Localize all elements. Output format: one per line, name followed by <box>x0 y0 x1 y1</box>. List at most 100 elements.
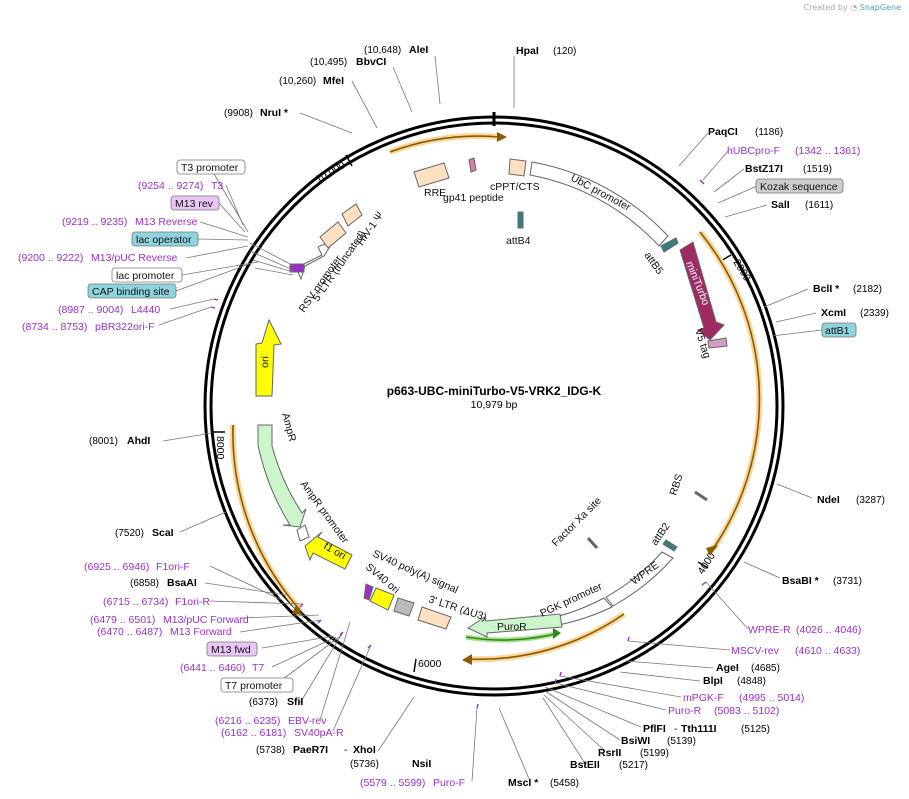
enzyme-pflfi-sep: - <box>674 724 677 735</box>
label-ampr: AmpR <box>279 412 298 444</box>
plasmid-length: 10,979 bp <box>471 399 518 411</box>
primer-hubcpro-f: hUBCpro-F <box>727 145 780 157</box>
enzyme-scai: ScaI <box>152 527 174 539</box>
feature-shapes <box>255 157 728 638</box>
enzyme-bbvci-pos: (10,495) <box>310 57 347 68</box>
primer-m13-reverse: M13 Reverse <box>135 216 198 228</box>
enzyme-hpai: HpaI <box>516 45 539 57</box>
enzyme-bsaai: BsaAI <box>167 577 197 589</box>
enzyme-bsiwi-pos: (5139) <box>667 736 696 747</box>
label-cppt: cPPT/CTS <box>490 181 540 193</box>
hiv-shape <box>341 203 363 227</box>
wpre-shape <box>605 551 674 607</box>
enzyme-alei-pos: (10,648) <box>364 45 401 56</box>
enzyme-alei: AleI <box>409 44 428 56</box>
enzyme-bbvci: BbvCI <box>356 56 386 68</box>
enzyme-mfei-pos: (10,260) <box>279 76 316 87</box>
primer-mpgk-f: mPGK-F <box>683 692 724 704</box>
enzyme-xhoi: XhoI <box>353 744 376 756</box>
ori-shape <box>255 318 282 397</box>
enzyme-paqci: PaqCI <box>708 126 738 138</box>
primer-m13-reverse-range: (9219 .. 9235) <box>62 216 127 228</box>
gp41-shape <box>468 157 477 173</box>
miniturbo-shape <box>679 241 725 341</box>
box-t3prom: T3 promoter <box>181 162 239 174</box>
enzyme-ndei: NdeI <box>817 494 840 506</box>
primer-hubcpro-f-range: (1342 .. 1361) <box>795 145 860 157</box>
label-puror: PuroR <box>497 621 527 633</box>
enzyme-ahdi: AhdI <box>127 435 150 447</box>
enzyme-nrui-pos: (9908) <box>224 108 253 119</box>
enzyme-agei: AgeI <box>716 662 739 674</box>
primer-puro-r: Puro-R <box>668 705 702 717</box>
primer-wpre-r: WPRE-R <box>748 624 791 636</box>
orf-arcs <box>229 133 763 663</box>
primer-pbr322ori-f-range: (8734 .. 8753) <box>22 321 87 333</box>
enzyme-scai-pos: (7520) <box>115 528 144 539</box>
box-m13rev: M13 rev <box>175 198 214 210</box>
label-ori: ori <box>259 356 271 368</box>
primer-l4440-range: (8987 .. 9004) <box>58 304 123 316</box>
primer-ebv-rev: EBV-rev <box>288 715 327 727</box>
primer-m13-forward-range: (6470 .. 6487) <box>97 626 162 638</box>
enzyme-bstz17i-pos: (1519) <box>803 164 832 175</box>
enzyme-pflfi: PflFI <box>643 723 666 735</box>
primer-f1ori-r: F1ori-R <box>175 596 210 608</box>
enzyme-labels: HpaI (120) PaqCI (1186) BstZ17I (1519) S… <box>89 44 889 789</box>
ruler-6000: 6000 <box>418 658 442 670</box>
enzyme-agei-pos: (4685) <box>751 663 780 674</box>
enzyme-sali-pos: (1611) <box>805 200 833 211</box>
primer-t7: T7 <box>252 662 264 674</box>
rsv-shape <box>295 238 336 281</box>
box-m13fwd: M13 fwd <box>211 644 251 656</box>
enzyme-paqci-pos: (1186) <box>755 127 783 138</box>
primer-wpre-r-range: (4026 .. 4046) <box>796 624 861 636</box>
label-factorxa: Factor Xa site <box>550 495 604 549</box>
label-rre: RRE <box>424 187 446 199</box>
rre-shape <box>413 162 450 188</box>
box-lacprom: lac promoter <box>116 270 175 282</box>
ltr3-shape <box>417 606 452 630</box>
credit-brand: SnapGene <box>859 3 901 12</box>
primer-m13puc-reverse: M13/pUC Reverse <box>91 252 178 264</box>
enzyme-tth111i-pos: (5125) <box>741 724 770 735</box>
rbs-shape <box>694 490 708 502</box>
box-t7prom: T7 promoter <box>225 680 283 692</box>
plasmid-name: p663-UBC-miniTurbo-V5-VRK2_IDG-K <box>387 384 602 398</box>
label-rbs: RBS <box>667 473 685 497</box>
v5-shape <box>707 337 728 349</box>
primer-puro-f: Puro-F <box>433 777 465 789</box>
leader-lines <box>158 55 823 782</box>
enzyme-nrui: NruI * <box>260 107 289 119</box>
ampr-shape <box>257 424 307 528</box>
ubc-shape <box>529 161 669 247</box>
enzyme-rsrii: RsrII <box>598 747 621 759</box>
label-attb5: attB5 <box>642 250 666 277</box>
primer-l4440: L4440 <box>131 304 160 316</box>
box-attb1: attB1 <box>825 325 850 337</box>
enzyme-bsteii-pos: (5217) <box>619 760 648 771</box>
sv40pa-shape <box>393 597 415 617</box>
enzyme-sfii: SfiI <box>287 696 303 708</box>
primer-t7-range: (6441 .. 6460) <box>180 662 245 674</box>
attb5-shape <box>660 237 679 253</box>
enzyme-ahdi-pos: (8001) <box>89 436 118 447</box>
primer-f1ori-f-range: (6925 .. 6946) <box>84 561 149 573</box>
enzyme-mfei: MfeI <box>323 75 344 87</box>
ruler-4000: 4000 <box>695 550 718 576</box>
primer-pbr322ori-f: pBR322ori-F <box>95 321 155 333</box>
amprprom-shape <box>296 524 310 542</box>
puror-shape <box>466 613 563 638</box>
primer-m13puc-forward: M13/pUC Forward <box>163 614 249 626</box>
enzyme-xcmi: XcmI <box>821 307 846 319</box>
enzyme-sali: SalI <box>771 199 790 211</box>
primer-ticks <box>210 179 707 709</box>
lac-marks <box>289 263 305 273</box>
box-cap: CAP binding site <box>92 286 170 298</box>
enzyme-paer7i-sep: - <box>344 745 347 756</box>
enzyme-bsteii: BstEII <box>570 759 600 771</box>
primer-puro-r-range: (5083 .. 5102) <box>714 705 779 717</box>
primer-m13puc-reverse-range: (9200 .. 9222) <box>18 252 83 264</box>
enzyme-xhoi-pos: (5738) <box>256 745 285 756</box>
ruler: 2000 4000 6000 8000 10,000 <box>212 154 753 673</box>
